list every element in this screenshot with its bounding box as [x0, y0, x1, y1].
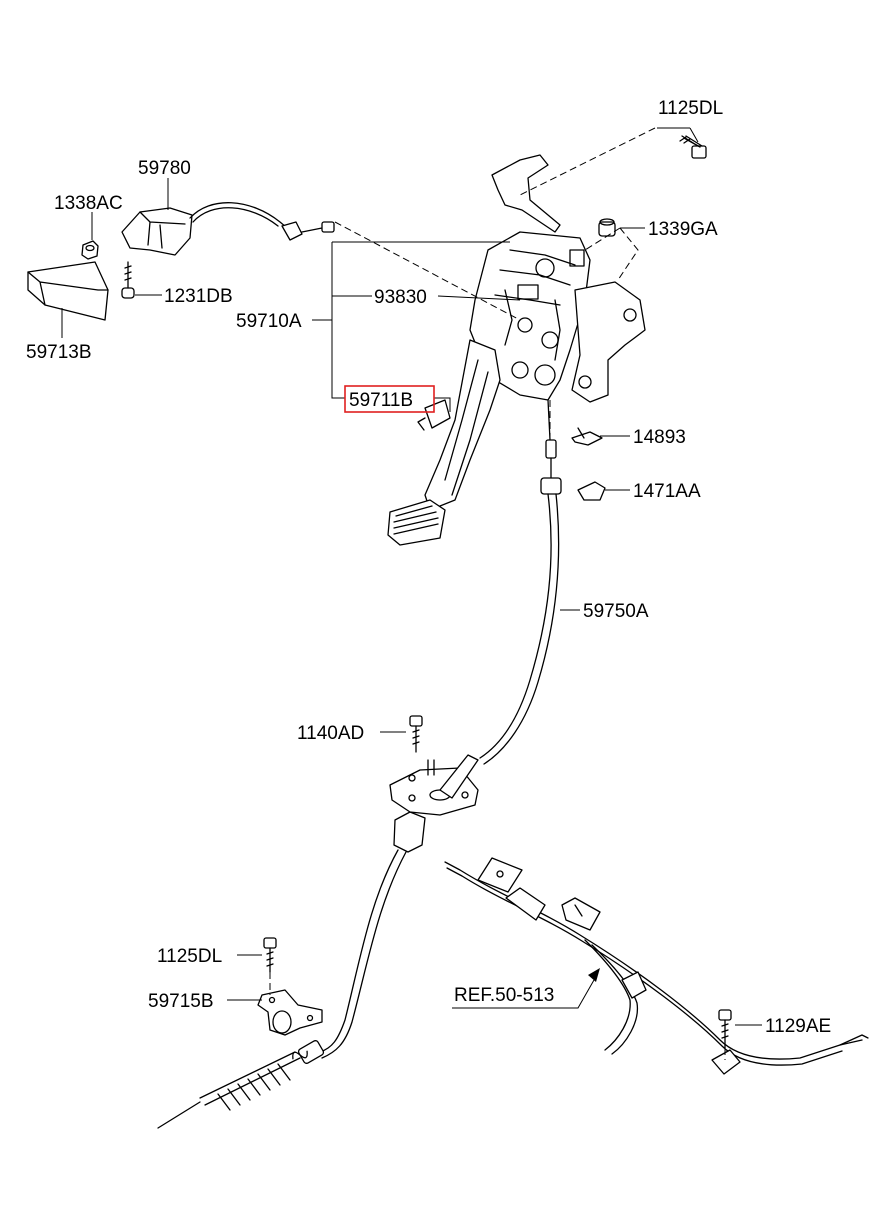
rear-brake-cable-assembly-icon	[444, 857, 869, 1075]
parking-pedal-assembly-icon	[387, 154, 646, 546]
label-1338ac[interactable]: 1338AC	[54, 193, 123, 214]
bolt-1125dl-top-icon	[679, 135, 707, 159]
bolt-1140ad-icon	[409, 715, 423, 753]
equalizer-bracket-icon	[389, 754, 479, 816]
label-59780[interactable]: 59780	[138, 158, 191, 179]
cable-bracket-59715b-icon	[257, 989, 323, 1036]
pad-cover-59713b-icon	[27, 261, 109, 321]
rear-cable-icon	[157, 811, 426, 1129]
nut-1338ac-icon	[81, 240, 99, 260]
bolt-1129ae-icon	[718, 1009, 732, 1049]
label-1125dl-top[interactable]: 1125DL	[658, 98, 723, 119]
label-59710a[interactable]: 59710A	[236, 311, 302, 332]
release-handle-59780-icon	[121, 202, 335, 256]
label-1471aa[interactable]: 1471AA	[633, 481, 701, 502]
label-59713b[interactable]: 59713B	[26, 342, 92, 363]
label-1339ga[interactable]: 1339GA	[648, 219, 718, 240]
highlight-box-59711b	[344, 385, 435, 413]
nut-1339ga-icon	[598, 218, 616, 237]
label-14893[interactable]: 14893	[633, 427, 686, 448]
label-1125dl-bottom[interactable]: 1125DL	[157, 946, 222, 967]
label-1231db[interactable]: 1231DB	[164, 286, 233, 307]
screw-1231db-icon	[121, 261, 135, 299]
label-59711b[interactable]: 59711B	[349, 390, 413, 411]
label-ref-50-513[interactable]: REF.50-513	[454, 985, 554, 1006]
clip-1471aa-icon	[577, 481, 606, 501]
label-1129ae[interactable]: 1129AE	[765, 1016, 831, 1037]
clip-14893-icon	[571, 427, 603, 446]
front-cable-59750a-icon	[479, 439, 562, 765]
label-59750a[interactable]: 59750A	[583, 601, 649, 622]
label-59715b[interactable]: 59715B	[148, 991, 214, 1012]
bolt-1125dl-bottom-icon	[263, 937, 277, 973]
label-93830[interactable]: 93830	[374, 287, 427, 308]
label-1140ad[interactable]: 1140AD	[297, 723, 364, 744]
